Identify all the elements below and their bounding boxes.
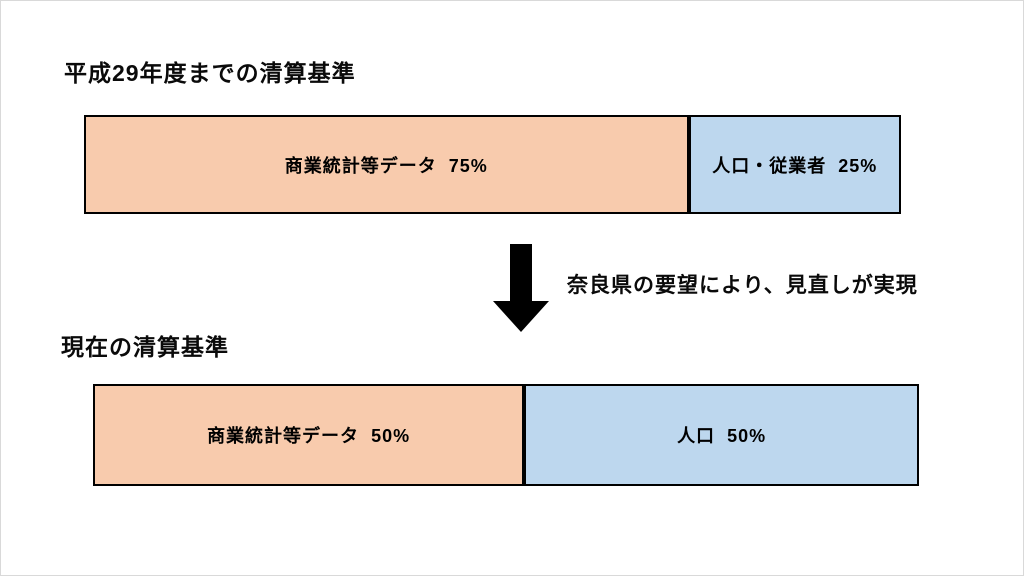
before-segment-population-workers: 人口・従業者 25%	[688, 115, 901, 214]
transition-note: 奈良県の要望により、見直しが実現	[567, 274, 918, 297]
segment-label: 商業統計等データ 75%	[284, 155, 488, 176]
segment-label: 人口・従業者 25%	[712, 155, 878, 176]
before-segment-commercial-data: 商業統計等データ 75%	[84, 115, 689, 214]
after-title: 現在の清算基準	[61, 334, 229, 360]
down-arrow-icon	[493, 244, 549, 332]
segment-label: 商業統計等データ 50%	[207, 426, 411, 446]
down-arrow-head	[493, 301, 549, 332]
down-arrow-shaft	[510, 244, 532, 301]
before-bar: 商業統計等データ 75% 人口・従業者 25%	[84, 115, 901, 214]
before-title: 平成29年度までの清算基準	[64, 60, 356, 86]
after-segment-commercial-data: 商業統計等データ 50%	[93, 384, 525, 486]
segment-label: 人口 50%	[677, 426, 767, 446]
after-bar: 商業統計等データ 50% 人口 50%	[93, 384, 919, 486]
after-segment-population: 人口 50%	[524, 384, 919, 486]
